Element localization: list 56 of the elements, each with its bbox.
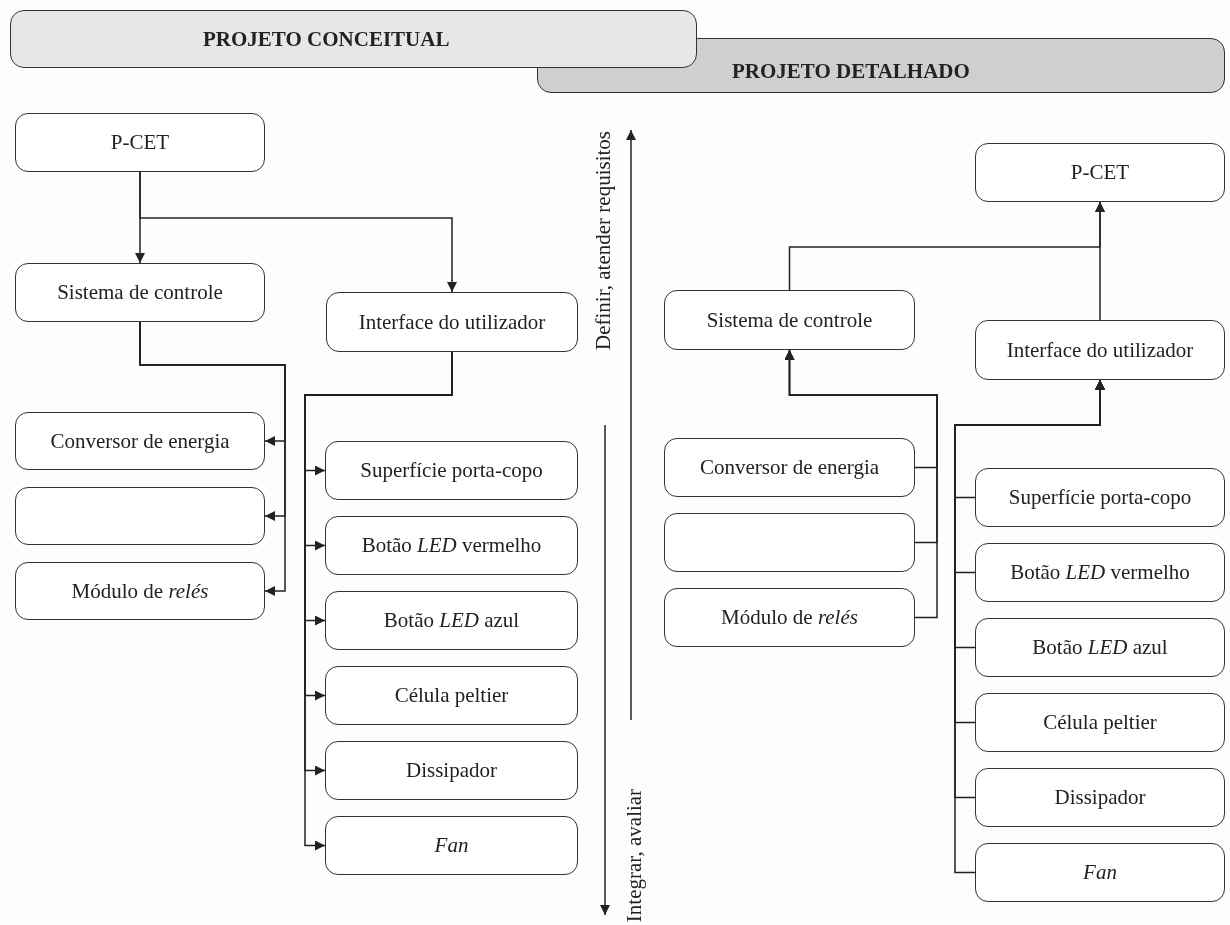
component-box bbox=[325, 741, 578, 800]
component-label: Interface do utilizador bbox=[1006, 337, 1194, 363]
component-label: Botão LED azul bbox=[1032, 635, 1168, 660]
component-box bbox=[15, 562, 265, 620]
component-box bbox=[664, 588, 915, 647]
component-label: Superfície porta-copo bbox=[1008, 485, 1192, 510]
component-box bbox=[975, 320, 1225, 380]
component-box bbox=[664, 290, 915, 350]
component-label: Dissipador bbox=[406, 758, 497, 783]
component-box bbox=[975, 843, 1225, 902]
component-label: Dissipador bbox=[1054, 785, 1146, 810]
component-box bbox=[325, 666, 578, 725]
component-label: Botão LED azul bbox=[383, 608, 520, 633]
component-label: Sistema de controle bbox=[57, 280, 223, 305]
component-label: Fan bbox=[1083, 860, 1117, 885]
component-label: Módulo de relés bbox=[721, 605, 858, 630]
component-box bbox=[325, 816, 578, 875]
component-box bbox=[15, 113, 265, 172]
empty-box bbox=[15, 487, 265, 545]
phase-title: PROJETO DETALHADO bbox=[732, 59, 970, 84]
component-box bbox=[15, 263, 265, 322]
component-box bbox=[325, 591, 578, 650]
component-label: P-CET bbox=[110, 130, 170, 155]
arrow bbox=[954, 379, 1105, 874]
direction-label: Integrar, avaliar bbox=[621, 788, 647, 922]
component-box bbox=[975, 693, 1225, 752]
component-box bbox=[975, 468, 1225, 527]
component-box bbox=[326, 292, 578, 352]
component-label: Módulo de relés bbox=[71, 578, 209, 604]
phase-title: PROJETO CONCEITUAL bbox=[203, 26, 450, 52]
component-label: Superfície porta-copo bbox=[360, 458, 543, 483]
component-box bbox=[325, 441, 578, 500]
arrow bbox=[139, 321, 286, 596]
component-box bbox=[975, 543, 1225, 602]
arrow bbox=[784, 349, 938, 619]
component-label: Conversor de energia bbox=[50, 428, 230, 454]
component-label: Botão LED vermelho bbox=[361, 533, 542, 558]
component-box bbox=[975, 143, 1225, 202]
component-label: Botão LED vermelho bbox=[1010, 560, 1190, 585]
component-label: P-CET bbox=[1070, 160, 1130, 185]
component-box bbox=[664, 438, 915, 497]
component-label: Sistema de controle bbox=[706, 307, 873, 333]
component-box bbox=[975, 618, 1225, 677]
arrow bbox=[139, 171, 457, 293]
component-label: Célula peltier bbox=[1043, 710, 1157, 735]
component-box bbox=[325, 516, 578, 575]
component-box bbox=[15, 412, 265, 470]
phase-banner bbox=[10, 10, 697, 68]
empty-box bbox=[664, 513, 915, 572]
direction-label: Definir, atender requisitos bbox=[590, 130, 616, 350]
component-label: Célula peltier bbox=[394, 683, 509, 708]
arrow bbox=[1095, 201, 1105, 321]
component-label: Conversor de energia bbox=[699, 455, 880, 480]
component-box bbox=[975, 768, 1225, 827]
component-label: Interface do utilizador bbox=[358, 309, 546, 335]
component-label: Fan bbox=[434, 833, 469, 858]
